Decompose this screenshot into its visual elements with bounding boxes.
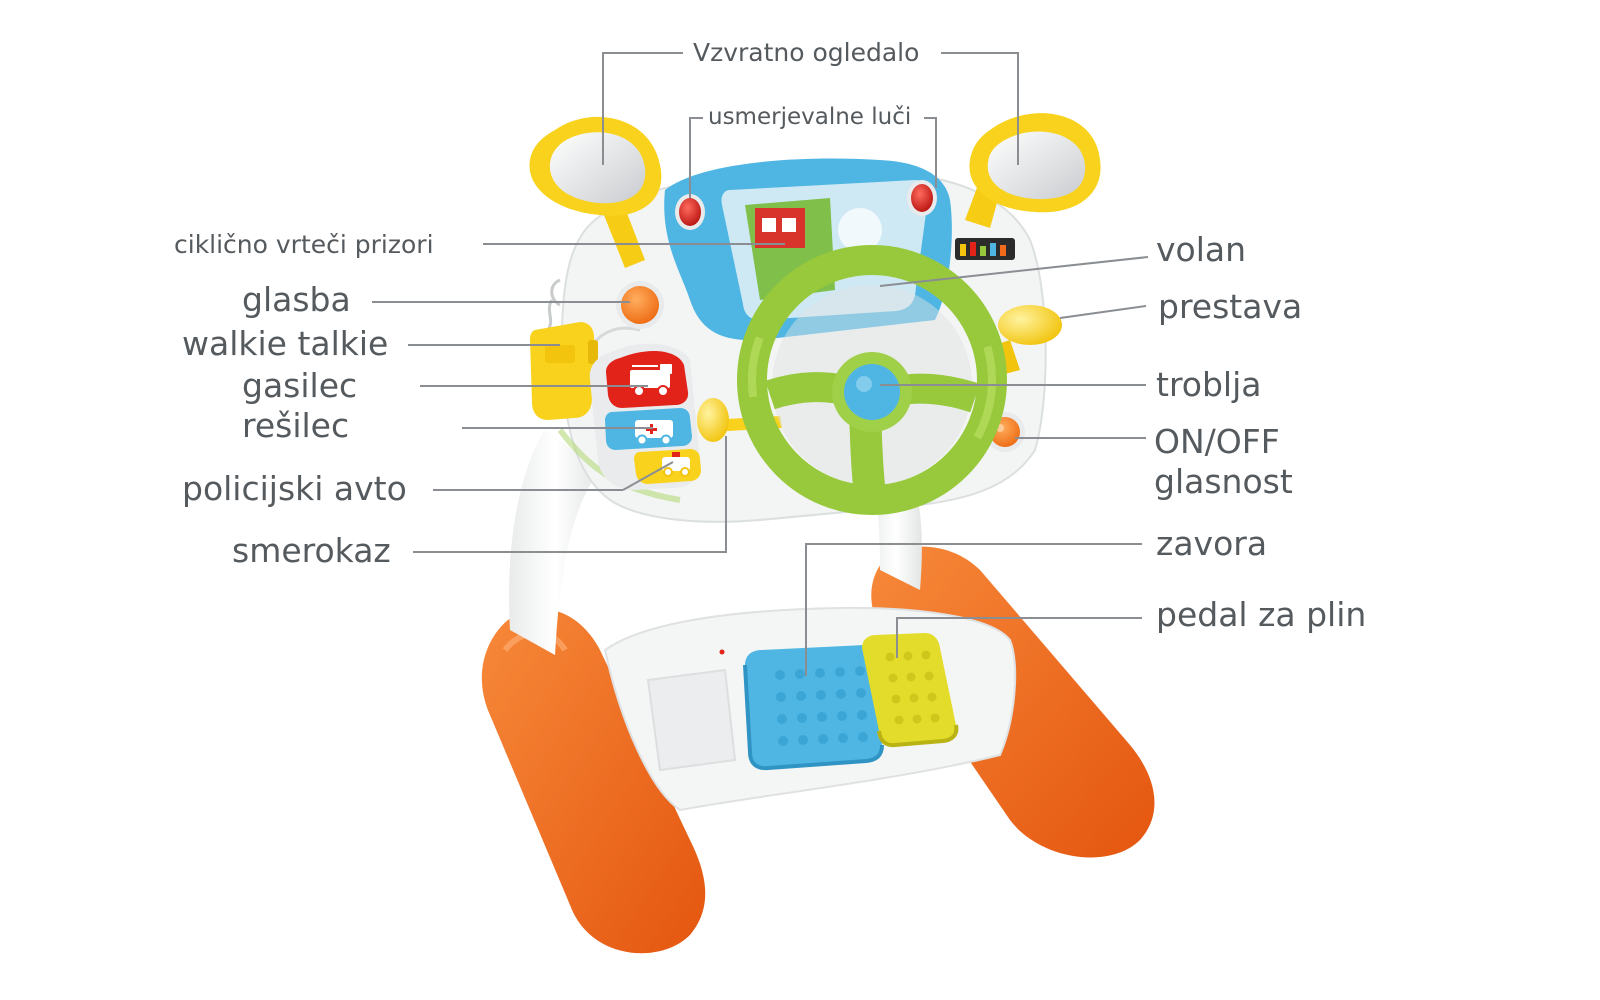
brake-pedal[interactable] (743, 645, 884, 771)
left-turn-light[interactable] (675, 194, 705, 230)
walkie-talkie[interactable] (530, 278, 598, 420)
steering-wheel[interactable] (737, 245, 1007, 515)
scene-screen (664, 158, 952, 341)
label-mirror: Vzvratno ogledalo (693, 38, 920, 67)
leader-turn-light-left (689, 117, 703, 198)
left-leg (509, 430, 600, 655)
label-turn-lights: usmerjevalne luči (708, 104, 912, 130)
fire-truck-icon (630, 364, 672, 397)
leader-gas (896, 617, 1142, 658)
label-walkie: walkie talkie (182, 324, 389, 363)
label-brake: zavora (1156, 524, 1268, 563)
label-horn: troblja (1156, 365, 1262, 404)
right-turn-light[interactable] (907, 180, 937, 216)
label-gear: prestava (1158, 287, 1303, 326)
label-ambulance: rešilec (242, 406, 350, 445)
leader-wheel (879, 256, 1149, 287)
leader-indicator (413, 436, 727, 553)
label-wheel: volan (1156, 230, 1247, 269)
label-firefighter: gasilec (242, 366, 358, 405)
label-gas: pedal za plin (1156, 595, 1367, 634)
ambulance-icon (635, 420, 673, 446)
label-volume: glasnost (1154, 462, 1293, 501)
leader-police-diag (622, 461, 674, 491)
leader-brake (805, 543, 1142, 676)
label-police: policijski avto (182, 469, 407, 508)
leader-mirror-right (941, 52, 1019, 165)
music-button[interactable] (616, 281, 664, 329)
label-music: glasba (242, 280, 351, 319)
left-mirror[interactable] (529, 116, 662, 268)
right-mirror[interactable] (965, 113, 1101, 228)
label-indicator: smerokaz (232, 531, 391, 570)
firefighter-button[interactable] (606, 350, 689, 408)
leader-gear (1059, 305, 1147, 319)
gas-pedal[interactable] (862, 633, 959, 748)
police-car-icon (662, 452, 690, 477)
leader-turn-light-right (924, 117, 937, 188)
leader-lines (372, 52, 1149, 676)
sound-indicator (955, 238, 1015, 260)
leader-mirror-left (602, 52, 683, 165)
label-onoff: ON/OFF (1154, 422, 1280, 461)
label-scenes: ciklično vrteči prizori (174, 230, 434, 259)
